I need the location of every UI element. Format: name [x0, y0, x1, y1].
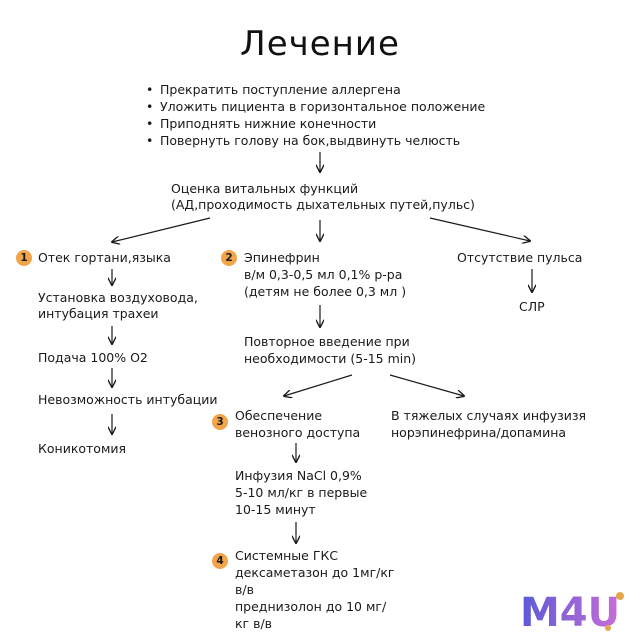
gks-line-5: кг в/в	[235, 616, 273, 631]
airway-line-1: Установка воздуховода,	[38, 290, 198, 305]
conicotomy: Коникотомия	[38, 441, 127, 456]
repeat-line-2: необходимости (5-15 min)	[244, 351, 417, 366]
oxygen-step: Подача 100% O2	[38, 350, 148, 365]
gks-line-3: в/в	[235, 582, 254, 597]
edema-title: Отек гортани,языка	[38, 250, 171, 265]
epinephrine-line-2: в/м 0,3-0,5 мл 0,1% р-ра	[244, 267, 403, 282]
intubation-failure: Невозможность интубации	[38, 392, 218, 407]
no-pulse: Отсутствие пульса	[457, 250, 583, 265]
badge-4: 4	[212, 553, 228, 569]
step-item: Приподнять нижние конечности	[146, 115, 485, 132]
badge-2: 2	[221, 250, 237, 266]
cpr: СЛР	[519, 299, 545, 314]
logo-text: M4U	[520, 590, 620, 632]
repeat-line-1: Повторное введение при	[244, 334, 410, 349]
gks-line-4: преднизолон до 10 мг/	[235, 599, 387, 614]
arrow-repeat-to-venous	[284, 374, 353, 396]
epinephrine-line-1: Эпинефрин	[244, 250, 320, 265]
airway-line-2: интубация трахеи	[38, 306, 159, 321]
badge-1: 1	[16, 250, 32, 266]
page-title: Лечение	[240, 24, 400, 64]
severe-line-2: норэпинефрина/допамина	[391, 425, 567, 440]
assessment-line-2: (АД,проходимость дыхательных путей,пульс…	[171, 197, 475, 212]
infusion-line-3: 10-15 минут	[235, 502, 316, 517]
venous-line-1: Обеспечение	[235, 408, 323, 423]
initial-steps-list: Прекратить поступление аллергена Уложить…	[146, 81, 485, 149]
assessment-line-1: Оценка витальных функций	[171, 181, 359, 196]
badge-3: 3	[212, 414, 228, 430]
infusion-line-2: 5-10 мл/кг в первые	[235, 485, 368, 500]
gks-line-1: Системные ГКС	[235, 548, 339, 563]
step-item: Уложить пициента в горизонтальное положе…	[146, 98, 485, 115]
arrow-assessment-to-no-pulse	[429, 217, 530, 241]
step-item: Повернуть голову на бок,выдвинуть челюст…	[146, 132, 485, 149]
venous-line-2: венозного доступа	[235, 425, 361, 440]
severe-line-1: В тяжелых случаях инфузизя	[391, 408, 587, 423]
arrow-repeat-to-severe	[389, 374, 464, 396]
epinephrine-line-3: (детям не более 0,3 мл )	[244, 284, 407, 299]
step-item: Прекратить поступление аллергена	[146, 81, 485, 98]
infusion-line-1: Инфузия NaCl 0,9%	[235, 468, 362, 483]
arrow-assessment-to-edema	[112, 217, 211, 242]
gks-line-2: дексаметазон до 1мг/кг	[235, 565, 395, 580]
m4u-logo: M4U	[520, 590, 624, 632]
